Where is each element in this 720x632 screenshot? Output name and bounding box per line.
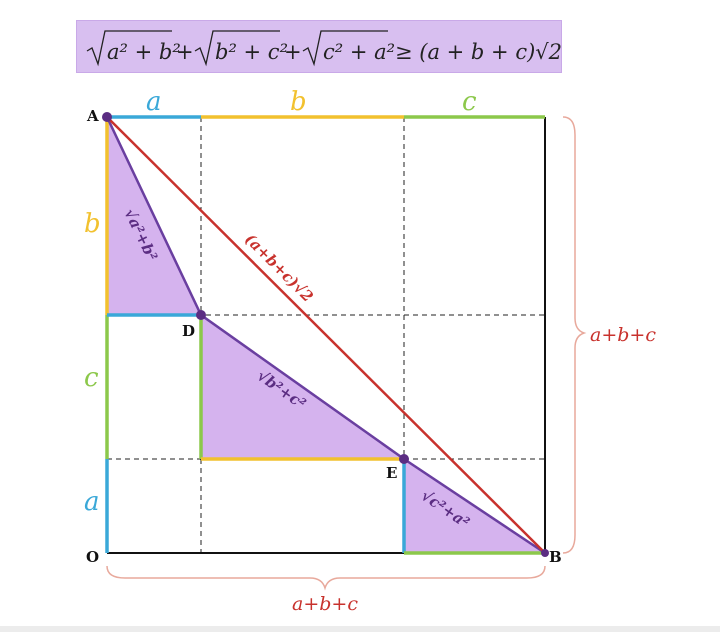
formula-plus-1: + — [176, 40, 194, 64]
label-e: E — [386, 464, 397, 482]
label-d: D — [182, 322, 195, 340]
radical-1-icon — [86, 30, 172, 67]
formula-plus-2: + — [284, 40, 302, 64]
formula-term-1: a² + b² — [107, 40, 181, 64]
left-label-b: b — [84, 209, 101, 239]
point-a-marker — [102, 112, 112, 122]
formula-rhs: ≥ (a + b + c)√2 — [395, 40, 562, 64]
bottom-brace-icon — [106, 565, 546, 591]
point-d-marker — [196, 310, 206, 320]
diagonal-label: (a+b+c)√2 — [241, 230, 317, 306]
formula-svg: a² + b² + b² + c² + c² + a² ≥ (a + b + c… — [86, 30, 562, 67]
point-b-marker — [541, 549, 549, 557]
hypotenuse-path — [105, 116, 546, 555]
left-label-c: c — [84, 363, 99, 393]
formula-term-2: b² + c² — [215, 40, 288, 64]
left-label-a: a — [84, 487, 100, 517]
label-o: O — [86, 548, 99, 566]
page-bottom-edge — [0, 626, 720, 632]
top-label-a: a — [146, 87, 162, 117]
right-brace-icon — [562, 116, 587, 554]
radical-3-icon — [302, 30, 388, 67]
point-e-marker — [399, 454, 409, 464]
right-total-label: a+b+c — [590, 324, 656, 346]
formula-term-3: c² + a² — [323, 40, 395, 64]
formula-banner: a² + b² + b² + c² + c² + a² ≥ (a + b + c… — [76, 20, 562, 73]
bottom-total-label: a+b+c — [292, 593, 358, 615]
radical-2-icon — [194, 30, 280, 67]
label-a: A — [86, 107, 99, 125]
diagonal-line — [106, 116, 546, 554]
label-b: B — [549, 548, 562, 566]
top-label-c: c — [462, 87, 477, 117]
top-label-b: b — [290, 87, 307, 117]
